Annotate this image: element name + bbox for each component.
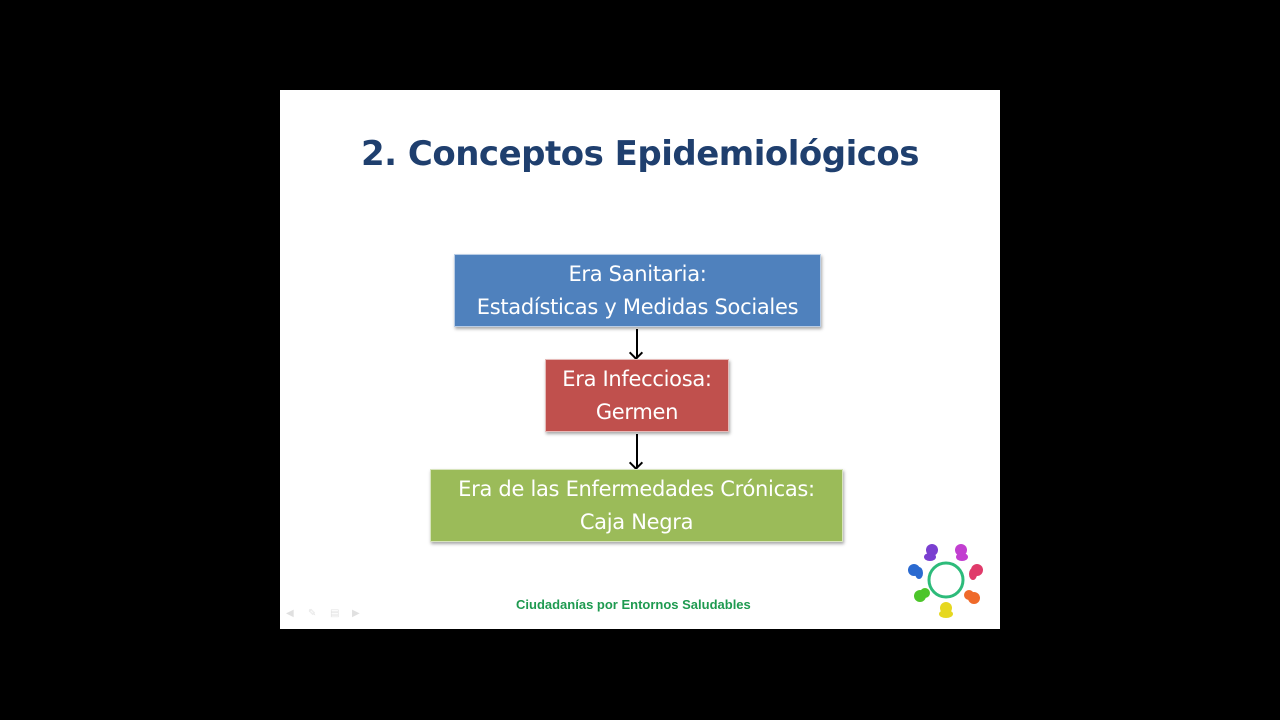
era-cronicas-box: Era de las Enfermedades Crónicas: Caja N… [430, 469, 843, 542]
down-arrow-icon [636, 329, 638, 357]
down-arrow-icon [636, 434, 638, 467]
era-infecciosa-box: Era Infecciosa: Germen [545, 359, 729, 432]
forward-arrow-icon[interactable]: ▶ [352, 608, 360, 619]
slide-title: 2. Conceptos Epidemiológicos [361, 134, 919, 174]
slideshow-nav-controls: ◀ ✎ ▤ ▶ [286, 608, 364, 619]
era-sanitaria-box: Era Sanitaria: Estadísticas y Medidas So… [454, 254, 821, 327]
footer-text: Ciudadanías por Entornos Saludables [516, 597, 751, 612]
back-arrow-icon[interactable]: ◀ [286, 608, 294, 619]
slides-menu-icon[interactable]: ▤ [330, 608, 340, 619]
box-line2: Caja Negra [579, 509, 694, 534]
people-circle-logo-icon [908, 544, 983, 618]
box-line1: Era de las Enfermedades Crónicas: [458, 476, 815, 501]
pen-icon[interactable]: ✎ [308, 608, 317, 619]
box-line2: Estadísticas y Medidas Sociales [476, 294, 799, 319]
box-line1: Era Sanitaria: [568, 261, 707, 286]
presentation-slide: 2. Conceptos Epidemiológicos Era Sanitar… [280, 90, 1000, 629]
box-line1: Era Infecciosa: [562, 366, 712, 391]
box-line2: Germen [595, 399, 679, 424]
